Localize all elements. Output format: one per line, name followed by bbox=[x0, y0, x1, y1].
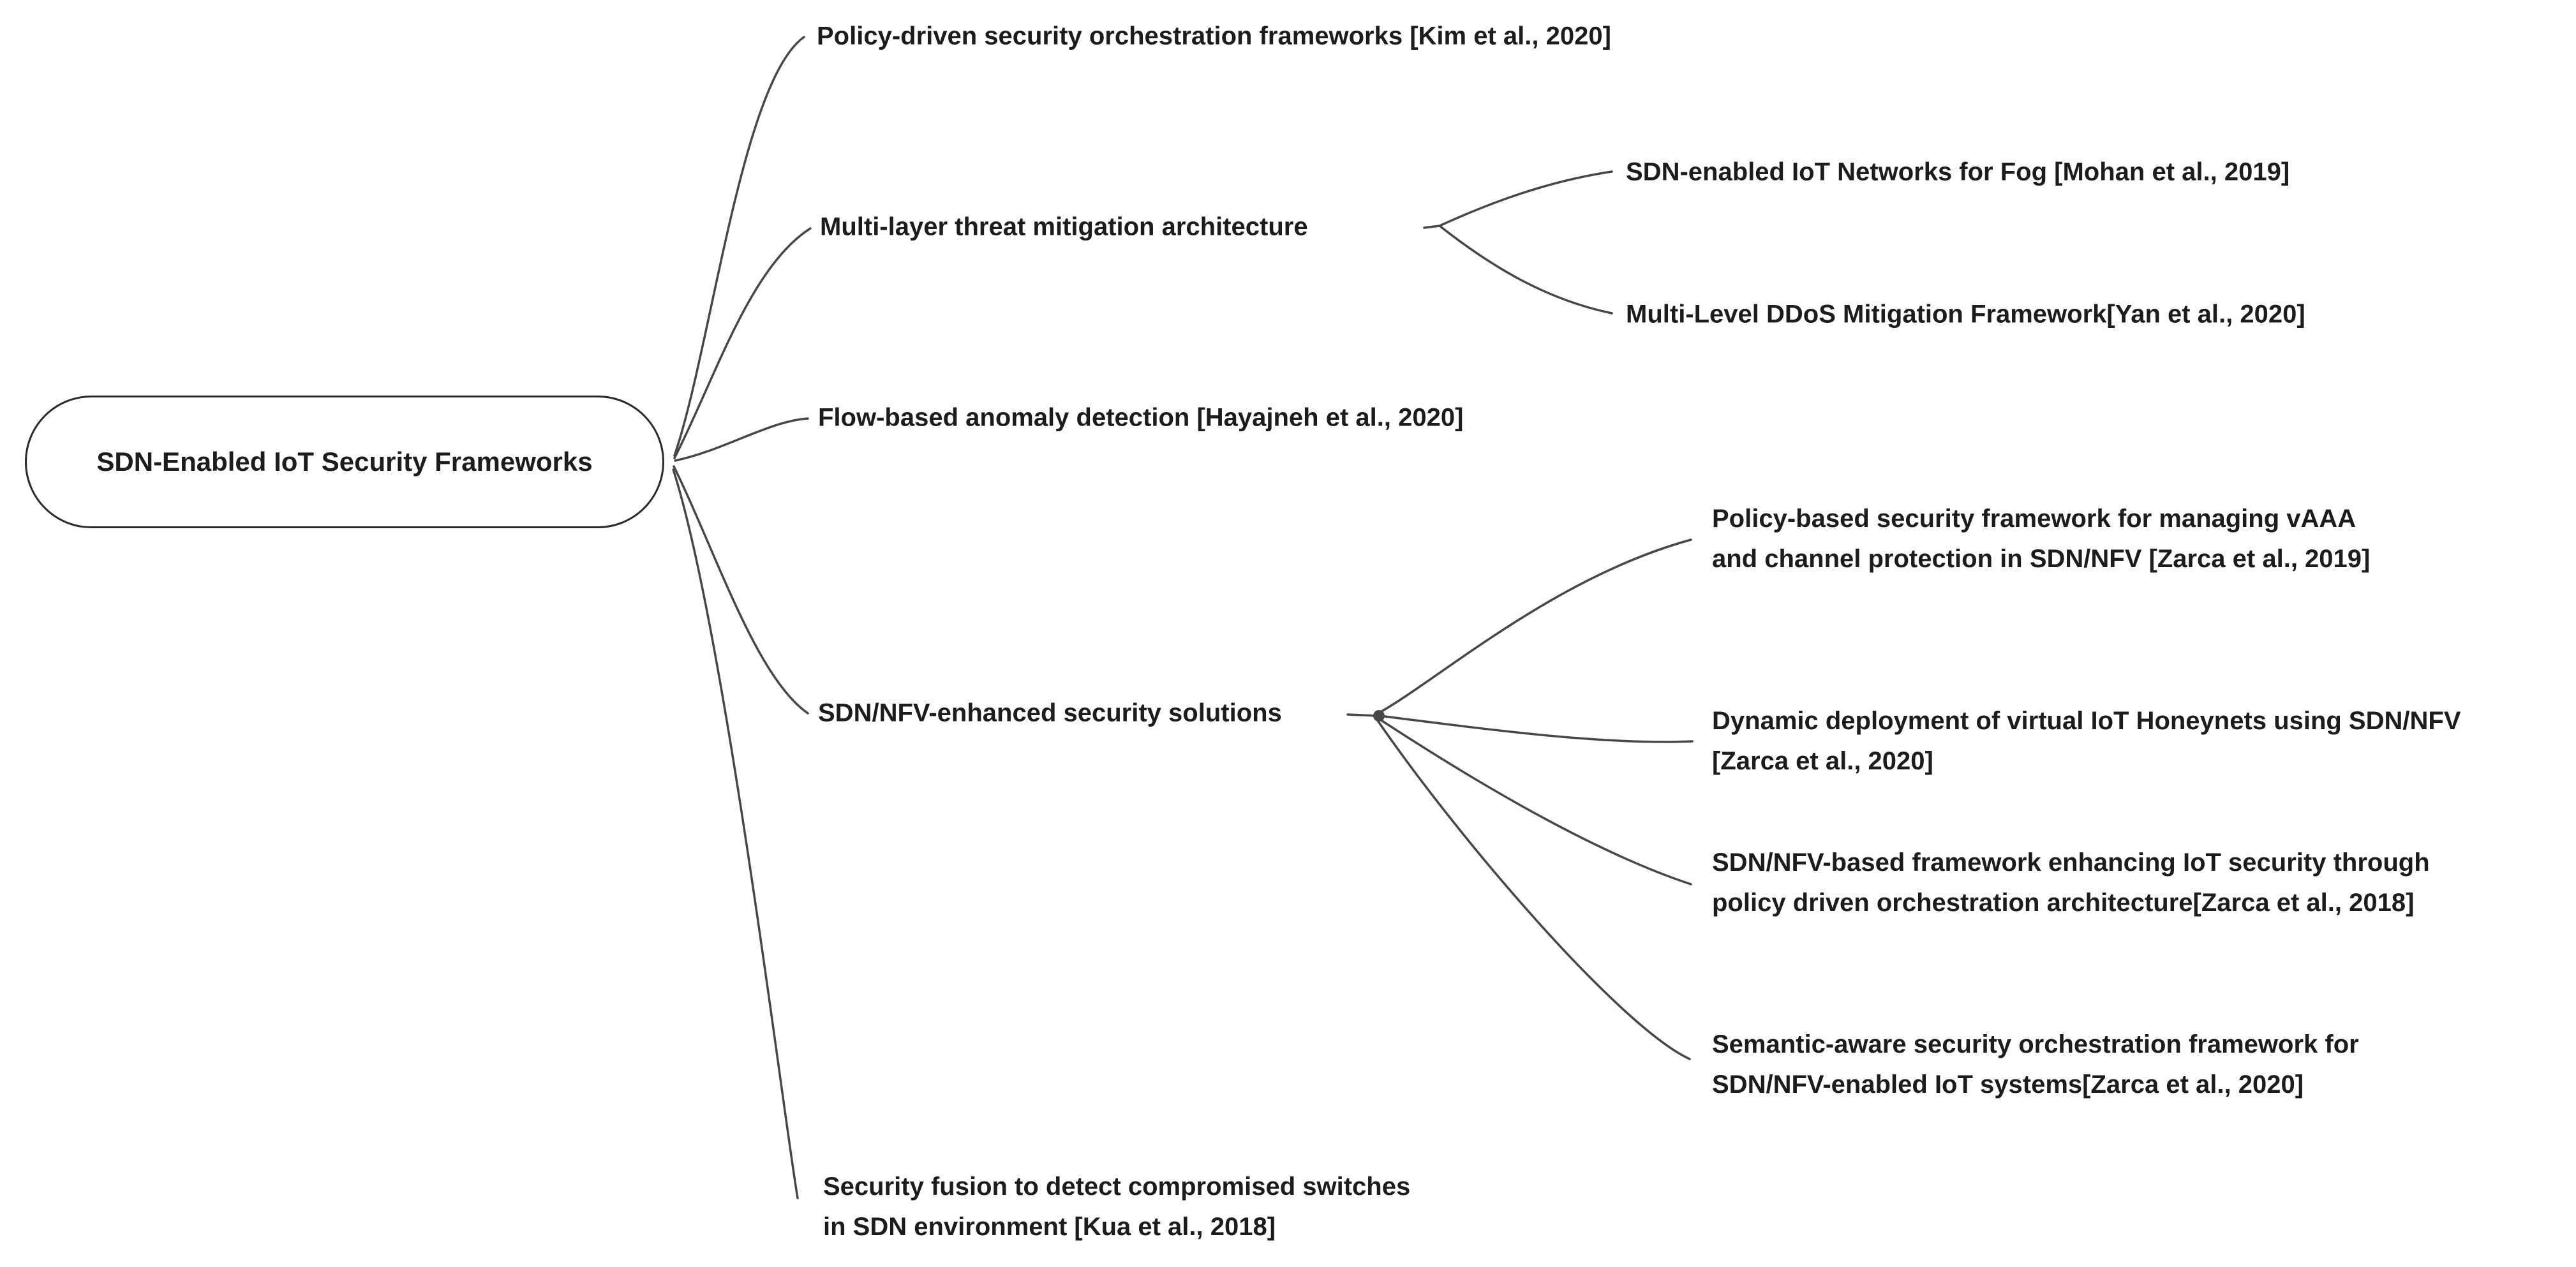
label-line: SDN/NFV-based framework enhancing IoT se… bbox=[1712, 848, 2430, 877]
branch-security-fusion-label: Security fusion to detect compromised sw… bbox=[823, 1167, 1410, 1247]
connector-root-to-security-fusion bbox=[672, 468, 799, 1199]
child-sdn-nfv-orchestration-label: SDN/NFV-based framework enhancing IoT se… bbox=[1712, 843, 2430, 923]
branch-policy-driven-label: Policy-driven security orchestration fra… bbox=[817, 22, 1611, 50]
connector-root-to-policy-driven bbox=[673, 36, 805, 457]
connector-multi-layer-to-fog bbox=[1438, 170, 1613, 227]
connector-root-to-multi-layer bbox=[673, 227, 812, 459]
connector-sdn-nfv-to-semantic bbox=[1376, 718, 1691, 1060]
child-sdn-enabled-fog-label: SDN-enabled IoT Networks for Fog [Mohan … bbox=[1626, 158, 2290, 186]
child-policy-based-vaaa-label: Policy-based security framework for mana… bbox=[1712, 499, 2370, 579]
connector-multi-layer-to-ddos bbox=[1438, 225, 1613, 315]
connector-sdn-nfv-stub bbox=[1346, 713, 1378, 717]
label-line: in SDN environment [Kua et al., 2018] bbox=[823, 1213, 1276, 1241]
root-label: SDN-Enabled IoT Security Frameworks bbox=[96, 447, 593, 477]
branch-flow-based-label: Flow-based anomaly detection [Hayajneh e… bbox=[818, 403, 1464, 432]
branch-sdn-nfv-label: SDN/NFV-enhanced security solutions bbox=[818, 699, 1282, 727]
label-line: Dynamic deployment of virtual IoT Honeyn… bbox=[1712, 707, 2461, 735]
child-semantic-aware-label: Semantic-aware security orchestration fr… bbox=[1712, 1025, 2359, 1105]
child-multi-level-ddos-label: Multi-Level DDoS Mitigation Framework[Ya… bbox=[1626, 300, 2305, 329]
connector-sdn-nfv-to-vaaa bbox=[1377, 538, 1692, 715]
connector-sdn-nfv-to-honeynets bbox=[1378, 715, 1694, 743]
root-node: SDN-Enabled IoT Security Frameworks bbox=[25, 396, 664, 528]
label-line: Security fusion to detect compromised sw… bbox=[823, 1173, 1411, 1201]
label-line: SDN/NFV-enabled IoT systems[Zarca et al.… bbox=[1712, 1071, 2304, 1099]
label-line: policy driven orchestration architecture… bbox=[1712, 889, 2415, 917]
label-line: Semantic-aware security orchestration fr… bbox=[1712, 1030, 2359, 1058]
connector-sdn-nfv-to-orchestration bbox=[1377, 717, 1692, 885]
sdn-nfv-fanout-dot bbox=[1373, 710, 1385, 722]
connector-root-to-sdn-nfv bbox=[673, 465, 809, 715]
connector-root-to-flow-based bbox=[674, 417, 809, 462]
label-line: Policy-based security framework for mana… bbox=[1712, 505, 2356, 533]
child-dynamic-honeynets-label: Dynamic deployment of virtual IoT Honeyn… bbox=[1712, 701, 2461, 782]
label-line: and channel protection in SDN/NFV [Zarca… bbox=[1712, 545, 2371, 573]
branch-multi-layer-label: Multi-layer threat mitigation architectu… bbox=[820, 212, 1308, 241]
label-line: [Zarca et al., 2020] bbox=[1712, 747, 1933, 775]
connector-multi-layer-stub bbox=[1423, 225, 1441, 229]
